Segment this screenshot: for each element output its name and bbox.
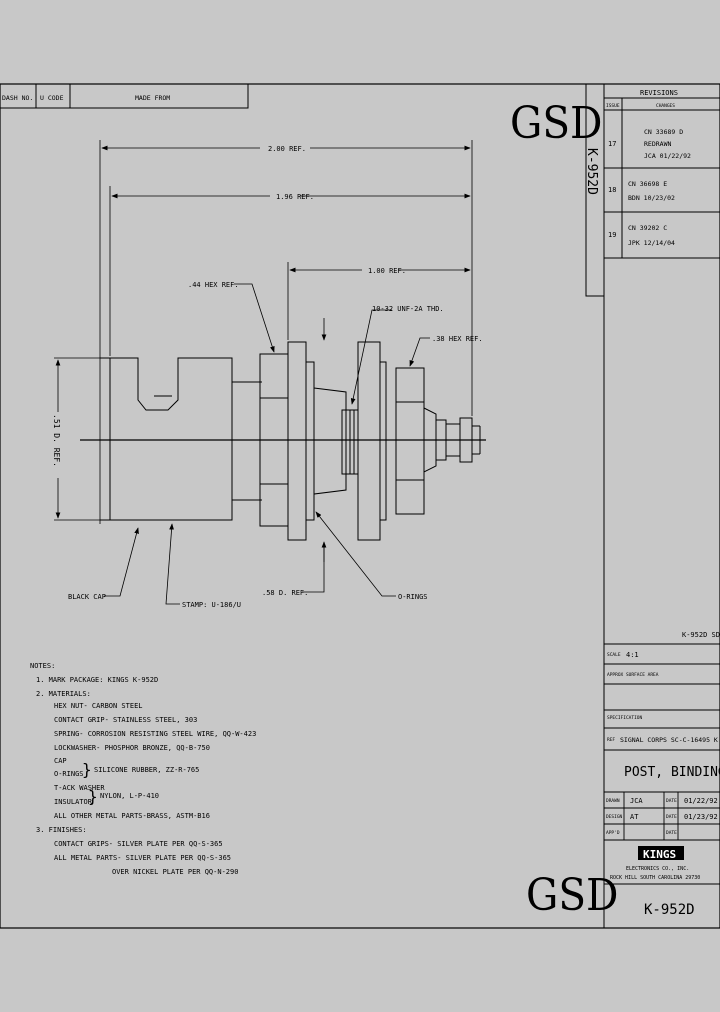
dim-thread: 10-32 UNF-2A THD.: [372, 305, 444, 313]
part-number-vertical: K-952D: [584, 148, 599, 195]
note-line-12: NYLON, L-P-410: [100, 792, 159, 800]
note-line-17: OVER NICKEL PLATE PER QQ-N-290: [112, 868, 238, 876]
design-date-label: DATE: [666, 814, 677, 820]
drawn-by: JCA: [630, 797, 643, 805]
drawing-border: [0, 83, 720, 929]
note-line-11: INSULATOR: [54, 798, 93, 806]
rev-17-number: 17: [608, 140, 616, 148]
drawn-date: 01/22/92: [684, 797, 718, 805]
note-line-1: 1. MARK PACKAGE: KINGS K-952D: [36, 676, 158, 684]
callout-black-cap: BLACK CAP: [68, 593, 106, 601]
callout-stamp: STAMP: U-186/U: [182, 601, 241, 609]
note-line-6: LOCKWASHER- PHOSPHOR BRONZE, QQ-B-750: [54, 744, 210, 752]
note-line-9: SILICONE RUBBER, ZZ-R-765: [94, 766, 199, 774]
notes-block: NOTES: 1. MARK PACKAGE: KINGS K-952D 2. …: [30, 662, 256, 876]
drawing-title: POST, BINDING: [624, 765, 720, 780]
note-line-7: CAP: [54, 757, 67, 765]
note-line-10: T-ACK WASHER: [54, 784, 105, 792]
revisions-block: REVISIONS ISSUE CHANGES 17 CN 33689 D RE…: [603, 83, 720, 928]
rev-18-line-1: CN 36698 E: [628, 180, 667, 188]
rev-19-number: 19: [608, 231, 616, 239]
rev-19-line-1: CN 39202 C: [628, 224, 667, 232]
rev-19-line-2: JPK 12/14/04: [628, 239, 675, 247]
note-line-13: ALL OTHER METAL PARTS-BRASS, ASTM-B16: [54, 812, 210, 820]
kings-logo-box: [638, 846, 684, 860]
dim-body-length: 1.96 REF.: [276, 193, 314, 201]
dim-stud-length: 1.00 REF.: [368, 267, 406, 275]
ref-value: SIGNAL CORPS SC-C-16495 K: [620, 736, 718, 744]
rev-17-line-1: CN 33689 D: [644, 128, 683, 136]
dim-dia-58: .58 D. REF.: [262, 589, 308, 597]
revisions-col-changes: CHANGES: [656, 103, 675, 109]
drawn-label: DRAWN: [606, 798, 620, 804]
title-block: [604, 643, 720, 885]
surface-area-label: APPROX SURFACE AREA: [607, 672, 659, 678]
drawing-number-small: K-952D SD: [682, 631, 720, 639]
dim-hex-44: .44 HEX REF.: [188, 281, 239, 289]
rev-17-line-2: REDRAWN: [644, 140, 671, 148]
note-line-14: 3. FINISHES:: [36, 826, 87, 834]
note-line-15: CONTACT GRIPS- SILVER PLATE PER QQ-S-365: [54, 840, 223, 848]
dimension-lines: [54, 140, 473, 605]
note-line-2: 2. MATERIALS:: [36, 690, 91, 698]
design-by: AT: [630, 813, 639, 821]
appd-label: APP'D: [606, 830, 620, 836]
note-line-4: CONTACT GRIP- STAINLESS STEEL, 303: [54, 716, 197, 724]
header-table: DASH NO. U CODE MADE FROM: [0, 83, 249, 109]
note-line-5: SPRING- CORROSION RESISTING STEEL WIRE, …: [54, 730, 256, 738]
ref-label: REF: [607, 737, 615, 743]
header-u-code: U CODE: [40, 94, 64, 102]
scale-value: 4:1: [626, 651, 639, 659]
dim-hex-38: .38 HEX REF.: [432, 335, 483, 343]
rev-18-number: 18: [608, 186, 616, 194]
callout-o-rings: O-RINGS: [398, 593, 428, 601]
scale-label: SCALE: [607, 652, 621, 658]
design-label: DESIGN: [606, 814, 623, 820]
company-line-1: ELECTRONICS CO., INC.: [626, 866, 689, 872]
header-made-from: MADE FROM: [135, 94, 170, 102]
notes-title: NOTES:: [30, 662, 55, 670]
gsd-logo-top: GSD: [510, 97, 603, 148]
binding-post-drawing: [80, 341, 486, 541]
rev-17-line-3: JCA 01/22/92: [644, 152, 691, 160]
brace-2: }: [88, 787, 98, 806]
note-line-16: ALL METAL PARTS- SILVER PLATE PER QQ-S-3…: [54, 854, 231, 862]
revisions-col-rev: ISSUE: [606, 103, 620, 109]
note-line-3: HEX NUT- CARBON STEEL: [54, 702, 143, 710]
gsd-logo-bottom: GSD: [526, 869, 619, 920]
drawing-number: K-952D: [644, 902, 695, 918]
dim-overall: 2.00 REF.: [268, 145, 306, 153]
rev-18-line-2: BDN 10/23/02: [628, 194, 675, 202]
appd-date-label: DATE: [666, 830, 677, 836]
revisions-title: REVISIONS: [640, 89, 678, 97]
specification-label: SPECIFICATION: [607, 715, 643, 721]
kings-logo: KINGS: [643, 848, 676, 861]
design-date: 01/23/92: [684, 813, 718, 821]
brace-1: }: [82, 760, 92, 779]
company-line-2: ROCK HILL SOUTH CAROLINA 29730: [610, 875, 700, 881]
note-line-8: O-RINGS: [54, 770, 84, 778]
dim-dia-51: .51 D. REF.: [52, 414, 61, 467]
drawn-date-label: DATE: [666, 798, 677, 804]
header-dash-no: DASH NO.: [2, 94, 33, 102]
